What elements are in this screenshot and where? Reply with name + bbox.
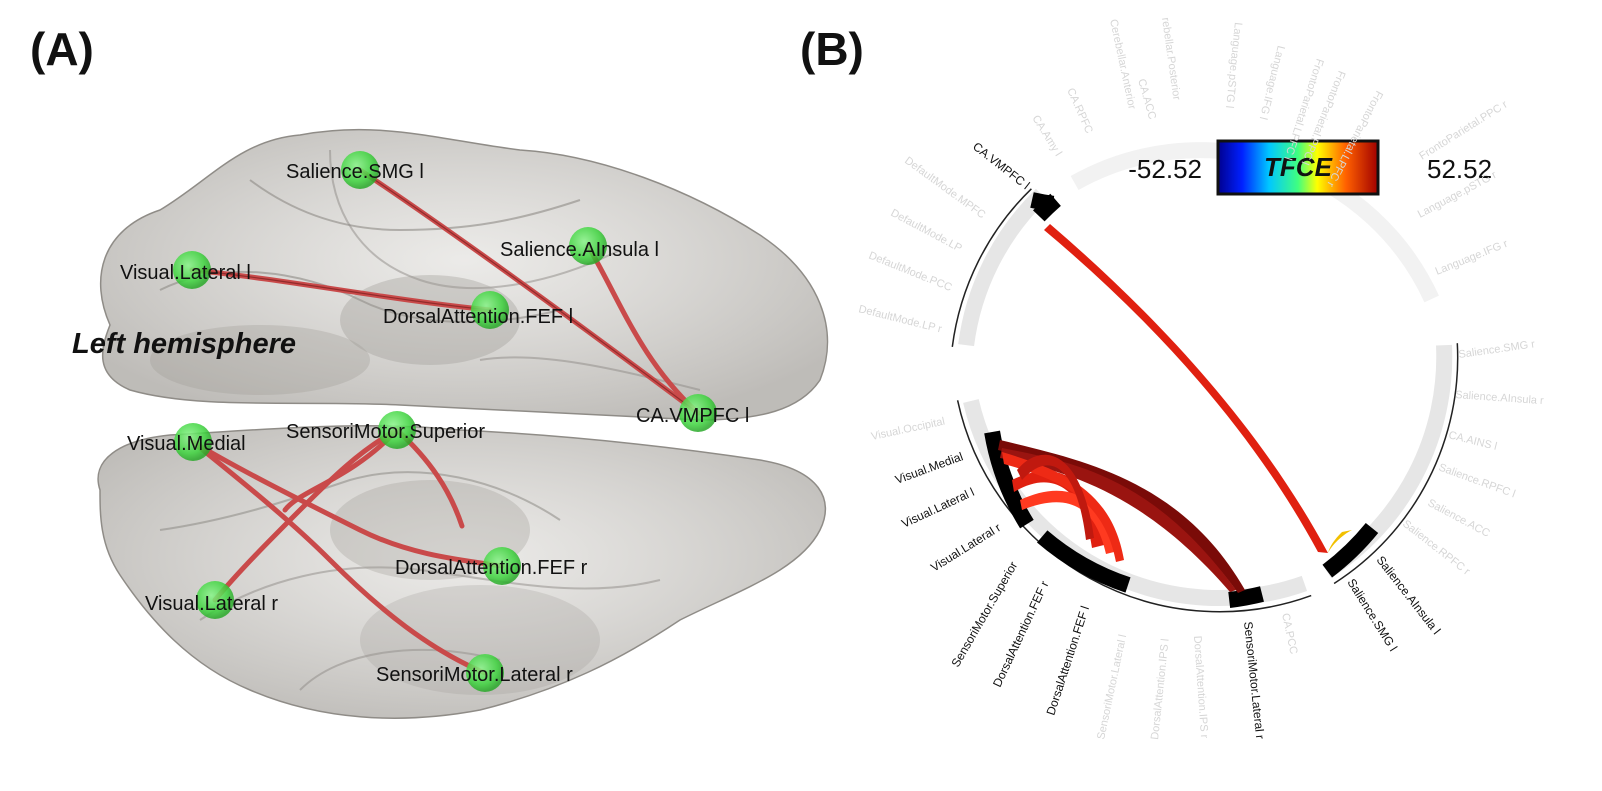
faded-label: DorsalAttention.IPS r bbox=[1191, 635, 1210, 739]
edge-superior-branch bbox=[282, 427, 400, 513]
label-sensorimotor-lateral-r: SensoriMotor.Lateral r bbox=[376, 664, 573, 686]
colorbar-min: -52.52 bbox=[1128, 154, 1202, 184]
faded-label: CA.RPFC bbox=[1064, 86, 1095, 135]
label-visual-lateral-r: Visual.Lateral r bbox=[145, 593, 278, 615]
node-ca-vmpfc-l bbox=[679, 394, 717, 432]
label-salience-ainsula-l: Salience.AInsula l bbox=[500, 239, 659, 261]
faded-label: CA.AINS l bbox=[1447, 429, 1498, 453]
tfce-colorbar: TFCE -52.52 52.52 bbox=[1128, 139, 1492, 196]
faded-label: DefaultMode.PCC bbox=[867, 250, 954, 294]
chord-visual-fef-4 bbox=[1017, 454, 1094, 540]
node-dorsal-attention-fef-r bbox=[483, 547, 521, 585]
faded-label: Cerebellar.Anterior bbox=[1107, 18, 1138, 111]
label-b-visual-medial: Visual.Medial bbox=[893, 449, 965, 486]
faded-label: Salience.SMG r bbox=[1458, 338, 1536, 361]
label-visual-lateral-l: Visual.Lateral l bbox=[120, 262, 251, 284]
label-b-visual-lateral-r: Visual.Lateral r bbox=[928, 520, 1003, 574]
faded-label: CA.ACC bbox=[1135, 78, 1158, 121]
label-dorsal-attention-fef-r: DorsalAttention.FEF r bbox=[395, 557, 588, 579]
faded-label: Language.pSTG l bbox=[1223, 22, 1244, 109]
label-b-salience-smg-l: Salience.SMG l bbox=[1344, 576, 1400, 654]
edge-visual-medial-smlateral bbox=[190, 439, 488, 676]
label-b-visual-lateral-l: Visual.Lateral l bbox=[899, 485, 976, 531]
faded-label: DefaultMode.LP bbox=[889, 207, 964, 255]
segment-ca-vmpfc-block bbox=[1033, 193, 1061, 222]
right-hemisphere-shape bbox=[97, 424, 827, 719]
active-segments bbox=[984, 192, 1379, 608]
colorbar-label: TFCE bbox=[1264, 152, 1333, 182]
hemisphere-label: Left hemisphere bbox=[72, 328, 296, 360]
edge-ainsula-vmpfc bbox=[585, 243, 701, 416]
faded-label: FrontoParietal.PPC r bbox=[1417, 98, 1510, 162]
chords bbox=[998, 224, 1352, 593]
node-sensorimotor-superior bbox=[378, 411, 416, 449]
faded-label: Language.IFG l bbox=[1257, 44, 1287, 120]
faded-label: Salience.RPFC l bbox=[1437, 462, 1517, 501]
faded-label: DefaultMode.LP r bbox=[857, 303, 943, 335]
faded-label: DorsalAttention.IPS l bbox=[1149, 638, 1172, 740]
node-visual-lateral-l bbox=[173, 251, 211, 289]
edge-visual-medial-fef-r bbox=[190, 439, 505, 569]
node-dorsal-attention-fef-l bbox=[471, 291, 509, 329]
node-visual-medial bbox=[174, 423, 212, 461]
faded-label: Salience.AInsula r bbox=[1455, 389, 1545, 407]
connectogram-panel: TFCE -52.52 52.52 CA.VMPFC l Visual.Medi… bbox=[857, 17, 1545, 741]
label-salience-smg-l: Salience.SMG l bbox=[286, 161, 424, 183]
faded-label: Language.IFG r bbox=[1434, 238, 1510, 278]
faded-label: SensoriMotor.Lateral l bbox=[1095, 633, 1129, 740]
segment-sensorimotor-fef bbox=[1036, 530, 1131, 593]
segment-salience bbox=[1322, 522, 1379, 578]
node-salience-ainsula-l bbox=[569, 227, 607, 265]
connectivity-nodes bbox=[173, 151, 717, 692]
faded-label: rebellar.Posterior bbox=[1159, 17, 1183, 101]
label-sensorimotor-superior: SensoriMotor.Superior bbox=[286, 421, 485, 443]
faded-label: Salience.RPFC r bbox=[1400, 518, 1472, 578]
label-b-sensorimotor-lateral-r: SensoriMotor.Lateral r bbox=[1241, 621, 1267, 740]
panel-a-letter: (A) bbox=[30, 23, 94, 75]
faded-label: Visual.Occipital bbox=[870, 416, 946, 443]
panel-b-letter: (B) bbox=[800, 23, 864, 75]
colorbar-max: 52.52 bbox=[1427, 154, 1492, 184]
faded-label: Salience.ACC bbox=[1426, 497, 1492, 540]
node-salience-smg-l bbox=[341, 151, 379, 189]
label-visual-medial: Visual.Medial bbox=[127, 433, 246, 455]
faded-label: DefaultMode.MPFC bbox=[902, 155, 987, 222]
edge-superior-visual-lateral-r bbox=[212, 427, 400, 603]
segment-sensorimotor-lateral-r bbox=[1228, 586, 1264, 608]
label-dorsal-attention-fef-l: DorsalAttention.FEF l bbox=[383, 306, 573, 328]
brain-connectivity-panel: Salience.SMG l Salience.AInsula l Visual… bbox=[72, 128, 829, 719]
left-hemisphere-shape bbox=[99, 128, 829, 421]
segment-visual-group bbox=[984, 430, 1034, 529]
node-sensorimotor-lateral-r bbox=[466, 654, 504, 692]
chord-visual-fef-3 bbox=[1002, 452, 1124, 562]
node-visual-lateral-r bbox=[196, 581, 234, 619]
label-ca-vmpfc-l: CA.VMPFC l bbox=[636, 405, 749, 427]
faded-label: CA.PCC bbox=[1279, 612, 1299, 655]
label-b-ca-vmpfc-l: CA.VMPFC l bbox=[970, 139, 1032, 192]
label-b-dorsal-attention-fef-l: DorsalAttention.FEF l bbox=[1044, 604, 1093, 717]
faded-label: CA.Amy l bbox=[1029, 113, 1063, 158]
